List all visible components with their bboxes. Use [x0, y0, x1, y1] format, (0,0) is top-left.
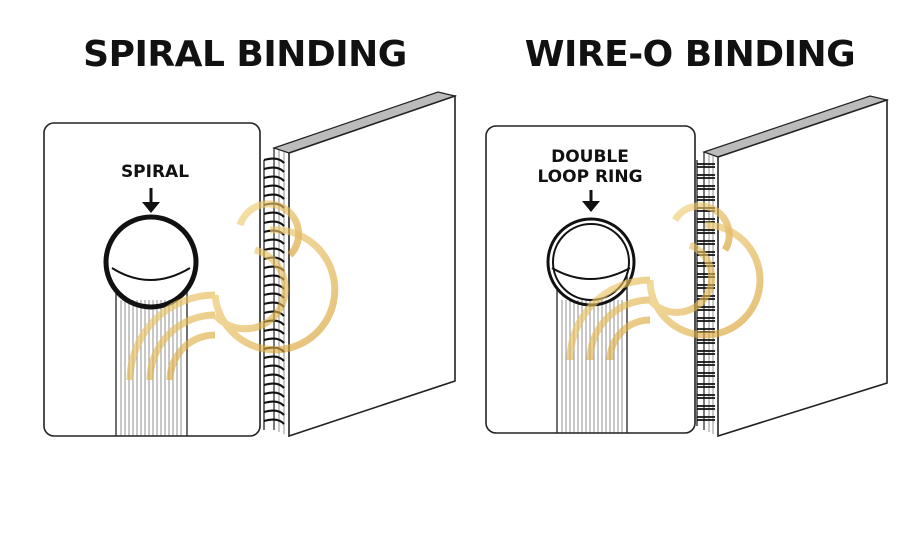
wire-o-notebook: [696, 95, 890, 438]
wire-o-binding-title: WIRE-O BINDING: [524, 34, 856, 75]
spiral-arrow-icon: [142, 188, 160, 213]
spiral-callout-label: SPIRAL: [120, 162, 190, 182]
double-loop-arrow-icon: [582, 190, 600, 212]
double-loop-callout-line2: LOOP RING: [537, 167, 643, 187]
spiral-binding-title: SPIRAL BINDING: [83, 34, 407, 75]
watermark-logo: [126, 200, 764, 381]
spiral-ring-icon: [103, 214, 199, 310]
spiral-notebook: [263, 91, 458, 438]
double-loop-callout-line1: DOUBLE: [551, 147, 629, 167]
wire-o-detail-panel: [485, 125, 696, 434]
